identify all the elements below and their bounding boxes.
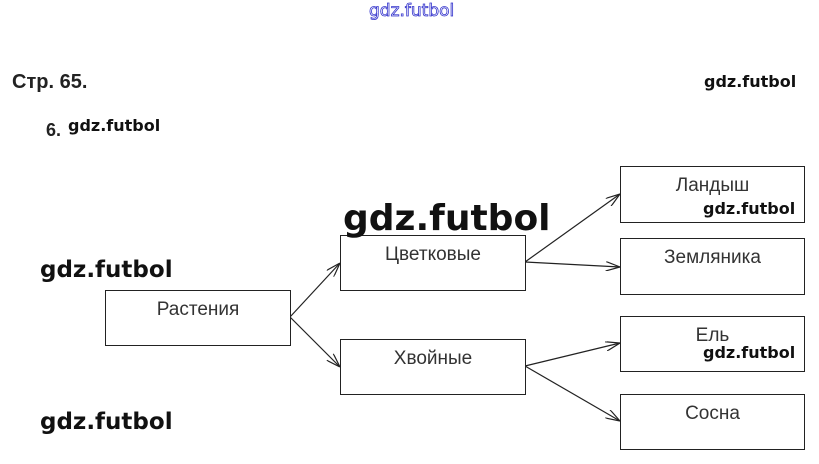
watermark: gdz.futbol	[40, 409, 173, 435]
arrow-conifers-spruce	[524, 343, 620, 367]
box-spruce: Ель	[620, 316, 805, 372]
box-plants: Растения	[105, 290, 291, 346]
box-flowering: Цветковые	[340, 235, 526, 291]
box-strawberry: Земляника	[620, 238, 805, 295]
watermark-top: gdz.futbol	[369, 1, 455, 22]
box-label: Ель	[695, 325, 730, 346]
watermark: gdz.futbol	[68, 116, 161, 135]
arrow-plants-flowering	[289, 263, 340, 318]
box-label: Хвойные	[393, 348, 473, 369]
watermark: gdz.futbol	[703, 343, 796, 362]
box-conifers: Хвойные	[340, 339, 526, 395]
arrow-flowering-strawberry	[524, 261, 620, 267]
arrow-conifers-pine	[524, 365, 620, 421]
task-number: 6.	[46, 120, 62, 140]
box-label: Цветковые	[385, 244, 481, 265]
box-label: Сосна	[685, 403, 740, 424]
watermark: gdz.futbol	[40, 257, 173, 283]
arrow-plants-conifers	[289, 316, 340, 367]
box-label: Земляника	[664, 247, 761, 268]
page-label: Стр. 65.	[12, 71, 88, 93]
watermark: gdz.futbol	[703, 199, 796, 218]
watermark: gdz.futbol	[704, 72, 797, 91]
box-label: Растения	[156, 299, 240, 320]
box-label: Ландыш	[675, 175, 750, 196]
box-pine: Сосна	[620, 394, 805, 450]
arrow-flowering-lily	[524, 194, 620, 263]
box-lily: Ландыш	[620, 166, 805, 223]
watermark: gdz.futbol	[343, 198, 551, 239]
